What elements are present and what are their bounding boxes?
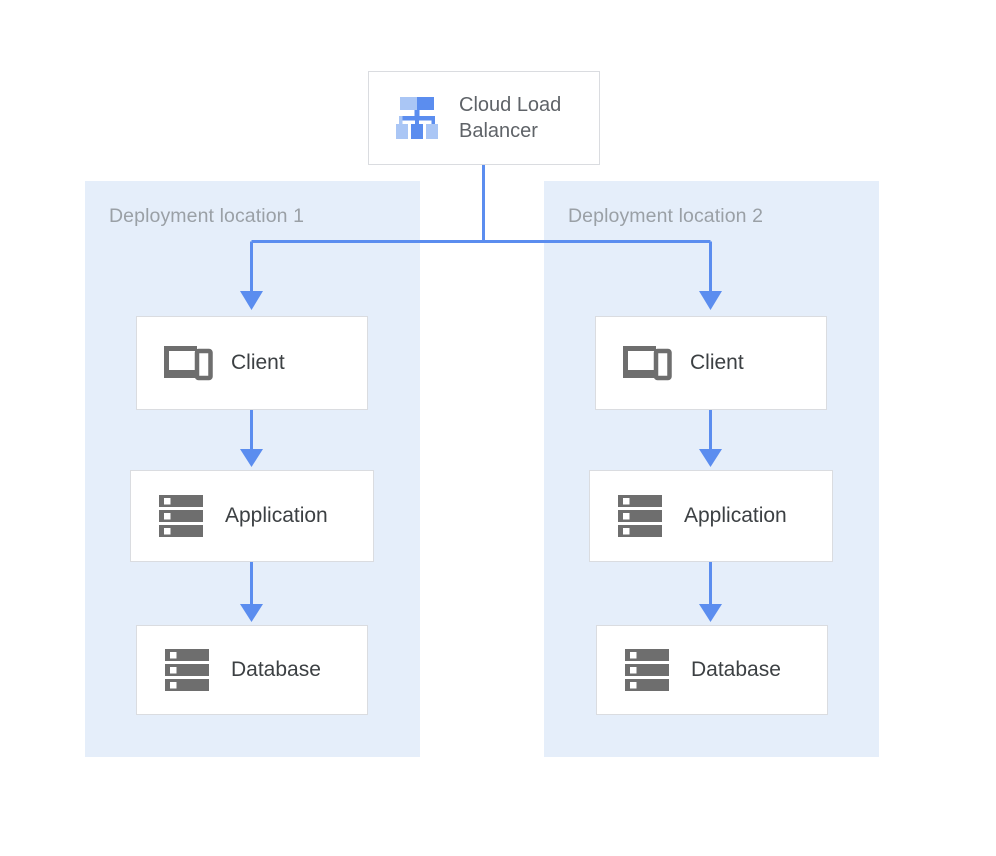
node-application-location-1[interactable]: Application xyxy=(130,470,374,562)
node-database-location-2-label: Database xyxy=(691,658,781,681)
node-database-location-1-label: Database xyxy=(231,658,321,681)
client-devices-icon xyxy=(159,335,215,391)
node-client-location-1-label: Client xyxy=(231,351,285,374)
server-stack-icon xyxy=(153,488,209,544)
node-application-location-2-label: Application xyxy=(684,504,787,527)
server-stack-icon xyxy=(159,642,215,698)
node-application-location-1-label: Application xyxy=(225,504,328,527)
node-database-location-1[interactable]: Database xyxy=(136,625,368,715)
node-application-location-2[interactable]: Application xyxy=(589,470,833,562)
node-client-location-2[interactable]: Client xyxy=(595,316,827,410)
node-client-location-1[interactable]: Client xyxy=(136,316,368,410)
cloud-load-balancer-icon xyxy=(389,90,445,146)
server-stack-icon xyxy=(612,488,668,544)
deployment-location-2-label: Deployment location 2 xyxy=(568,205,764,227)
lb-label-line-2: Balancer xyxy=(459,120,538,142)
server-stack-icon xyxy=(619,642,675,698)
lb-label-line-1: Cloud Load xyxy=(459,94,562,116)
client-devices-icon xyxy=(618,335,674,391)
node-database-location-2[interactable]: Database xyxy=(596,625,828,715)
node-client-location-2-label: Client xyxy=(690,351,744,374)
deployment-location-1-label: Deployment location 1 xyxy=(109,205,305,227)
